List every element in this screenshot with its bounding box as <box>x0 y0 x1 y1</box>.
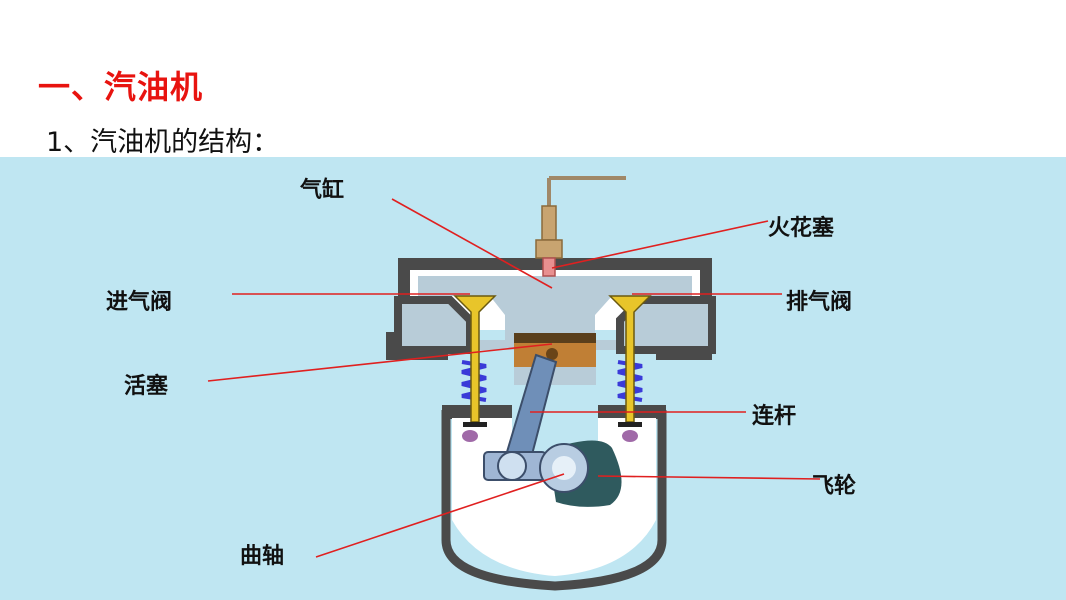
label-connecting-rod: 连杆 <box>752 404 797 429</box>
leader-piston <box>207 343 553 382</box>
exhaust-port <box>616 296 716 354</box>
leader-spark-plug <box>551 220 769 269</box>
exhaust-valve-shape <box>608 295 652 442</box>
label-spark-plug: 火花塞 <box>768 216 835 241</box>
label-exhaust-valve: 排气阀 <box>786 290 853 315</box>
label-piston: 活塞 <box>124 374 169 399</box>
label-intake-valve: 进气阀 <box>106 290 173 315</box>
spark-plug-shape <box>535 176 626 277</box>
label-flywheel: 飞轮 <box>812 474 857 499</box>
combustion-chamber <box>418 276 692 385</box>
leader-lines <box>207 198 821 558</box>
crankcase <box>441 410 667 591</box>
leader-crankshaft <box>315 473 565 558</box>
crankshaft-shape <box>539 443 589 493</box>
label-crankshaft: 曲轴 <box>240 544 285 569</box>
section-subtitle: 1、汽油机的结构： <box>46 127 280 158</box>
leader-flywheel <box>597 475 821 480</box>
page-title: 一、汽油机 <box>38 68 204 106</box>
intake-valve-shape <box>453 295 497 442</box>
leader-cylinder <box>391 198 553 289</box>
intake-port <box>394 296 474 354</box>
label-cylinder: 气缸 <box>300 178 345 203</box>
